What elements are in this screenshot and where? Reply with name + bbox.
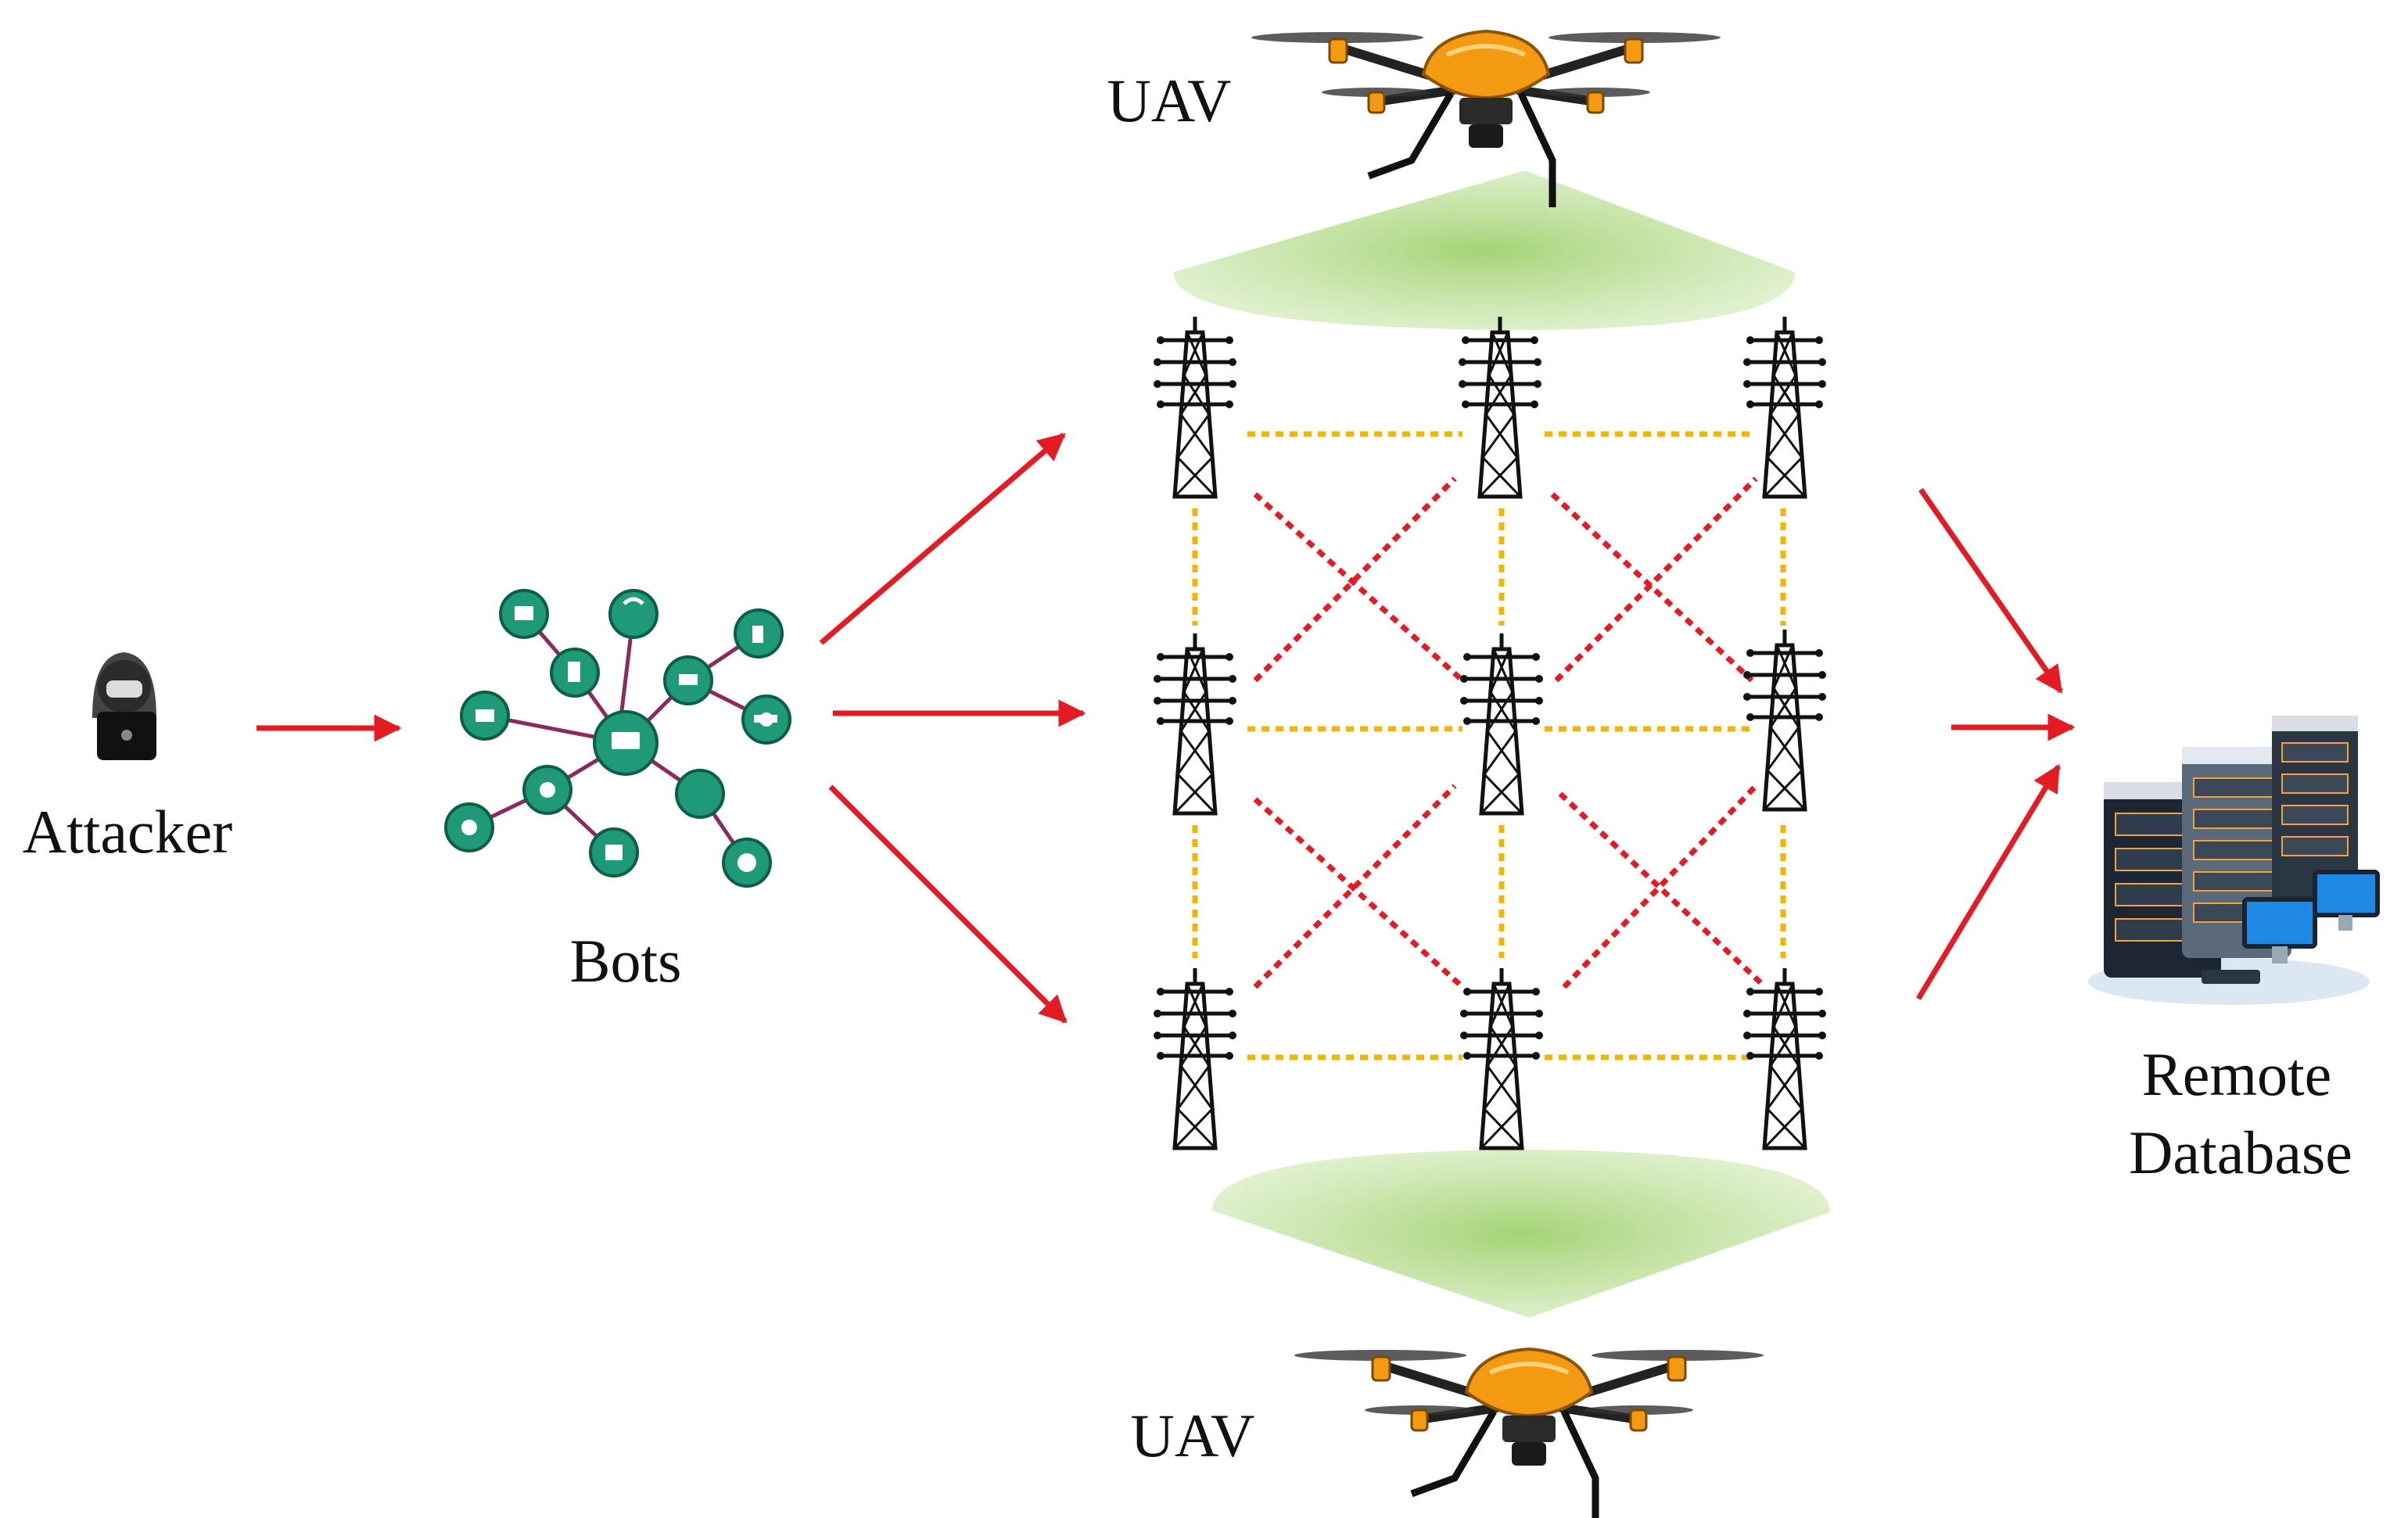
- attack-arrows-grid-to-database: [1916, 488, 2076, 1000]
- transmission-tower-2: [1459, 317, 1541, 497]
- remote-database-label-line1: Remote: [2142, 1040, 2332, 1108]
- transmission-tower-6: [1743, 630, 1826, 809]
- transmission-tower-3: [1743, 317, 1826, 497]
- bots-label: Bots: [569, 927, 681, 995]
- remote-database-icon: [2088, 716, 2380, 1005]
- uav-bottom-label: UAV: [1131, 1401, 1255, 1470]
- transmission-tower-8: [1460, 968, 1543, 1148]
- attacker-icon: [92, 652, 156, 760]
- attacker-label: Attacker: [23, 798, 233, 866]
- grid-links: [1192, 431, 1786, 1060]
- transmission-tower-9: [1743, 968, 1826, 1148]
- transmission-tower-1: [1154, 317, 1236, 497]
- uav-top-drone-icon: [1251, 31, 1721, 207]
- uav-bottom-drone-icon: [1294, 1349, 1764, 1518]
- transmission-tower-7: [1154, 968, 1236, 1148]
- uav-bottom-coverage-beam: [1212, 1150, 1830, 1318]
- uav-top-coverage-beam: [1173, 170, 1795, 330]
- botnet-icon: [444, 589, 791, 888]
- transmission-tower-4: [1154, 633, 1236, 813]
- transmission-tower-5: [1460, 633, 1543, 813]
- attack-arrows-bots-to-grid: [819, 432, 1086, 1024]
- compromised-links: [1253, 476, 1766, 989]
- uav-top-label: UAV: [1107, 66, 1232, 135]
- remote-database-label-line2: Database: [2129, 1118, 2352, 1186]
